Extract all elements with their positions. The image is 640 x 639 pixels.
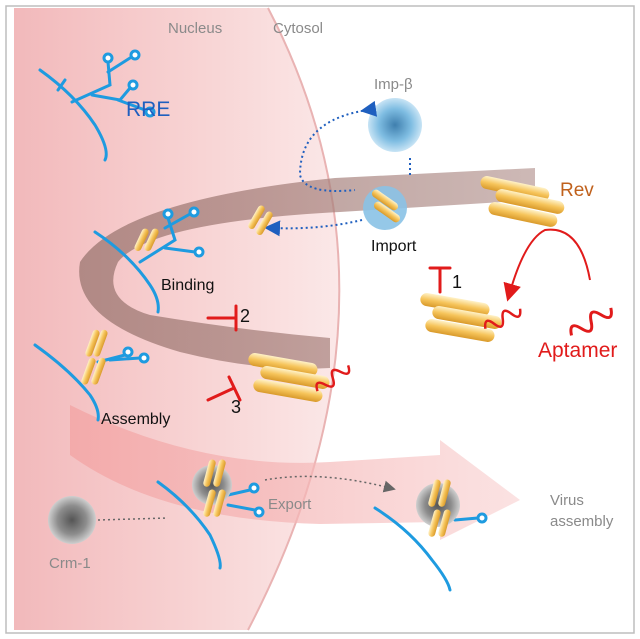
step-3-label: 3: [231, 397, 241, 417]
importin-rev-complex-icon: [363, 186, 407, 230]
nuclear-envelope: [247, 7, 341, 631]
imp-beta-label: Imp-β: [374, 76, 413, 93]
rev-aptamer-complex-center-icon: [248, 353, 351, 402]
binding-label: Binding: [161, 277, 214, 294]
rev-label: Rev: [560, 180, 594, 201]
export-arrow: [264, 475, 396, 493]
export-label: Export: [268, 496, 312, 513]
step-1-label: 1: [452, 272, 462, 292]
rev-aptamer-complex-right-icon: [420, 293, 522, 342]
inhibition-bar-icon: [206, 266, 452, 402]
rev-monomer-icon: [248, 205, 273, 235]
rre-label: RRE: [126, 98, 170, 121]
export-complex-nucleus-icon: [156, 459, 265, 570]
crm1-icon: [48, 496, 96, 544]
rev-protein-icon: [480, 176, 565, 227]
import-arrow: [264, 219, 363, 237]
rre-rna-icon: [38, 49, 156, 162]
crm1-label: Crm-1: [49, 555, 91, 572]
step-2-label: 2: [240, 306, 250, 326]
crm1-link-line: [97, 517, 169, 521]
assembly-complex-icon: [33, 329, 150, 422]
cytosol-label: Cytosol: [273, 20, 323, 37]
export-pathway-arrow: [70, 405, 520, 540]
import-label: Import: [371, 238, 417, 255]
virus-assembly-label-line1: Virus: [550, 492, 584, 509]
aptamer-icon: [569, 307, 613, 336]
assembly-label: Assembly: [101, 411, 170, 428]
aptamer-binding-arrow: [503, 228, 591, 302]
export-complex-cytosol-icon: [373, 479, 488, 592]
binding-complex-icon: [93, 206, 205, 314]
importin-beta-icon: [368, 98, 422, 152]
nucleus-label: Nucleus: [168, 20, 222, 37]
aptamer-label: Aptamer: [538, 339, 617, 362]
import-pathway-band: [79, 168, 536, 369]
virus-assembly-label-line2: assembly: [550, 513, 614, 530]
